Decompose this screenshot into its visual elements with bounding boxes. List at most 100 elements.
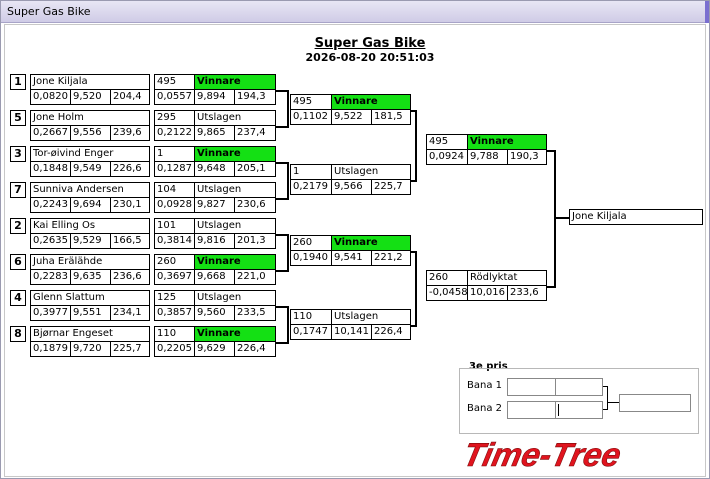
result-status: Vinnare [467,134,547,150]
result-status: Utslagen [194,218,276,234]
connector [276,198,288,200]
seed-badge: 4 [10,290,26,306]
speed: 233,5 [234,305,276,321]
elapsed-time: 9,720 [70,341,111,357]
car-number: 110 [154,326,195,342]
elapsed-time: 9,566 [331,179,372,195]
reaction-time: 0,2283 [30,269,71,285]
reaction-time: 0,1879 [30,341,71,357]
seed-badge: 2 [10,218,26,234]
connector [547,150,555,152]
connector [607,402,619,403]
elapsed-time: 9,560 [194,305,235,321]
lane1-label: Bana 1 [467,380,502,391]
seed-badge: 5 [10,110,26,126]
car-number: 495 [426,134,468,150]
connector [287,306,289,344]
speed: 225,7 [110,341,150,357]
connector [411,251,416,253]
reaction-time: 0,2635 [30,233,71,249]
reaction-time: 0,1940 [290,250,332,266]
connector [276,126,288,128]
elapsed-time: 9,648 [194,161,235,177]
reaction-time: 0,1287 [154,161,195,177]
elapsed-time: 9,668 [194,269,235,285]
speed: 201,3 [234,233,276,249]
racer-name[interactable]: Juha Erälähde [30,254,150,270]
racer-name[interactable]: Sunniva Andersen [30,182,150,198]
speed: 225,7 [371,179,411,195]
reaction-time: 0,2205 [154,341,195,357]
result-status: Vinnare [194,326,276,342]
connector [554,217,569,219]
speed: 226,4 [234,341,276,357]
speed: 237,4 [234,125,276,141]
car-number: 1 [290,164,332,180]
result-status: Vinnare [194,254,276,270]
lane2-entry-b[interactable] [555,401,603,419]
page-title: Super Gas Bike [314,36,426,51]
lane1-entry-b[interactable] [555,378,603,396]
speed: 221,0 [234,269,276,285]
seed-badge: 7 [10,182,26,198]
car-number: 101 [154,218,195,234]
lane1-entry-a[interactable] [507,378,556,396]
car-number: 110 [290,309,332,325]
racer-name[interactable]: Glenn Slattum [30,290,150,306]
champion-name[interactable]: Jone Kiljala [569,209,703,225]
speed: 239,6 [110,125,150,141]
result-status: Utslagen [331,309,411,325]
car-number: 295 [154,110,195,126]
third-place-result[interactable] [619,394,691,412]
racer-name[interactable]: Tor-øivind Enger [30,146,150,162]
connector [411,110,416,112]
elapsed-time: 9,520 [70,89,111,105]
connector [415,110,417,182]
connector [607,386,608,410]
result-status: Vinnare [194,74,276,90]
connector [276,270,288,272]
speed: 166,5 [110,233,150,249]
racer-name[interactable]: Kai Elling Os [30,218,150,234]
speed: 236,6 [110,269,150,285]
speed: 230,1 [110,197,150,213]
reaction-time: 0,0820 [30,89,71,105]
elapsed-time: 9,827 [194,197,235,213]
speed: 233,6 [507,285,547,301]
connector [287,234,289,272]
reaction-time: 0,2122 [154,125,195,141]
result-status: Vinnare [331,235,411,251]
connector [603,386,608,387]
racer-name[interactable]: Jone Kiljala [30,74,150,90]
reaction-time: 0,1102 [290,109,332,125]
connector [276,162,288,164]
window-title: Super Gas Bike [7,5,91,18]
elapsed-time: 9,865 [194,125,235,141]
connector [415,251,417,327]
racer-name[interactable]: Jone Holm [30,110,150,126]
elapsed-time: 9,556 [70,125,111,141]
time-tree-logo: Time-Tree [460,437,624,474]
speed: 194,3 [234,89,276,105]
lane2-entry-a[interactable] [507,401,556,419]
seed-badge: 8 [10,326,26,342]
speed: 190,3 [507,149,547,165]
result-status: Utslagen [331,164,411,180]
elapsed-time: 9,635 [70,269,111,285]
seed-badge: 6 [10,254,26,270]
reaction-time: 0,0928 [154,197,195,213]
result-status: Utslagen [194,110,276,126]
speed: 181,5 [371,109,411,125]
elapsed-time: 9,629 [194,341,235,357]
speed: 230,6 [234,197,276,213]
connector [276,306,288,308]
reaction-time: 0,3857 [154,305,195,321]
car-number: 260 [426,270,468,286]
speed: 234,1 [110,305,150,321]
title-bar-accent [705,1,709,23]
connector [287,90,289,128]
title-bar[interactable]: Super Gas Bike [1,1,709,23]
elapsed-time: 9,529 [70,233,111,249]
racer-name[interactable]: Bjørnar Engeset [30,326,150,342]
elapsed-time: 10,141 [331,324,372,340]
